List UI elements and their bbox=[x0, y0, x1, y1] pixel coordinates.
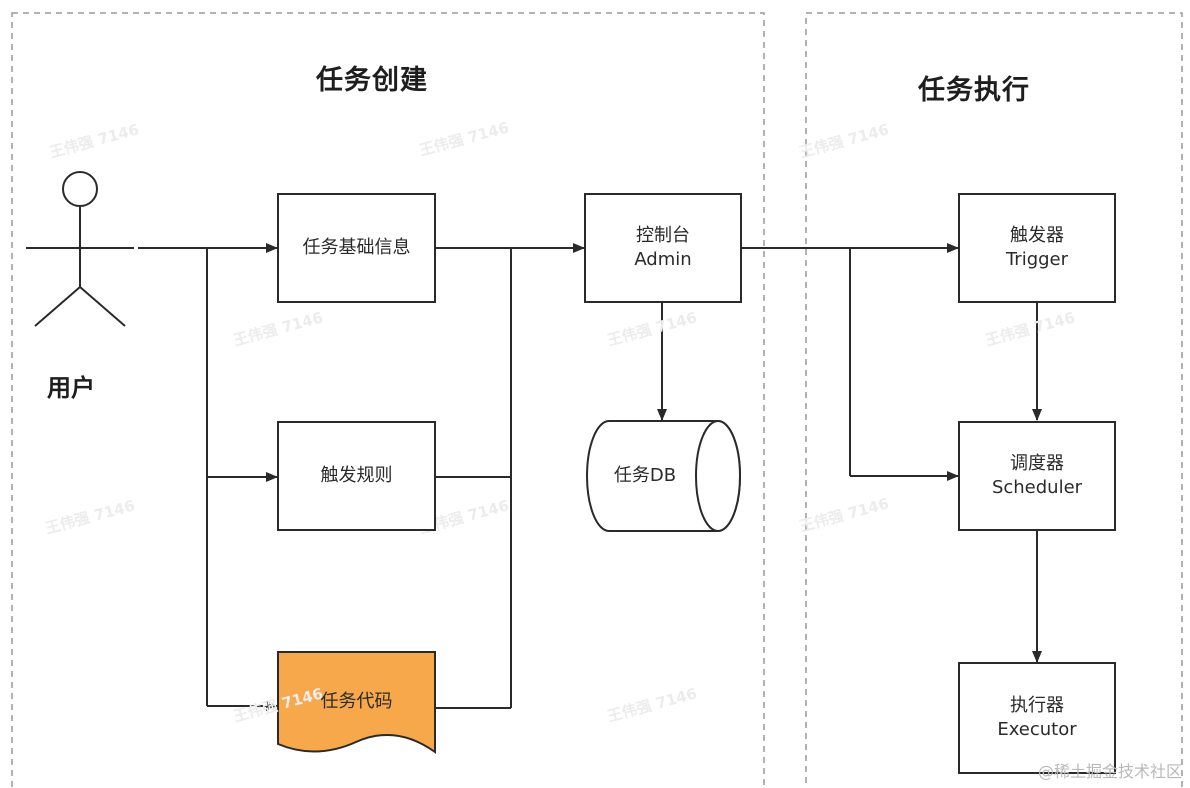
task-execution-region bbox=[805, 12, 1183, 788]
console-admin-box: 控制台 Admin bbox=[584, 193, 742, 303]
task-basic-info-label: 任务基础信息 bbox=[302, 237, 411, 258]
task-basic-info-box: 任务基础信息 bbox=[277, 193, 436, 303]
task-code-label: 任务代码 bbox=[320, 691, 393, 712]
user-actor-icon bbox=[26, 171, 134, 327]
task-code-document-shape bbox=[277, 651, 436, 754]
scheduler-box: 调度器 Scheduler bbox=[958, 421, 1116, 531]
trigger-label-cn: 触发器 bbox=[1010, 225, 1064, 246]
source-credit: @稀土掘金技术社区 bbox=[1037, 762, 1182, 781]
task-code-label-area: 任务代码 bbox=[278, 652, 435, 752]
console-label-en: Admin bbox=[634, 249, 692, 270]
task-db-label-area: 任务DB bbox=[590, 421, 700, 531]
trigger-box: 触发器 Trigger bbox=[958, 193, 1116, 303]
task-creation-region bbox=[11, 12, 765, 788]
executor-label-en: Executor bbox=[997, 719, 1077, 740]
console-label-cn: 控制台 bbox=[636, 225, 690, 246]
task-db-cylinder-shape bbox=[586, 420, 741, 532]
trigger-label-en: Trigger bbox=[1005, 249, 1069, 270]
executor-box: 执行器 Executor bbox=[958, 662, 1116, 774]
user-label: 用户 bbox=[47, 374, 95, 402]
executor-label-cn: 执行器 bbox=[1010, 695, 1064, 716]
task-creation-title: 任务创建 bbox=[316, 65, 428, 96]
scheduler-label-en: Scheduler bbox=[991, 477, 1083, 498]
task-db-label: 任务DB bbox=[613, 465, 677, 486]
task-execution-title: 任务执行 bbox=[918, 75, 1030, 106]
trigger-rule-box: 触发规则 bbox=[277, 421, 436, 531]
scheduler-label-cn: 调度器 bbox=[1010, 453, 1064, 474]
trigger-rule-label: 触发规则 bbox=[320, 465, 393, 486]
